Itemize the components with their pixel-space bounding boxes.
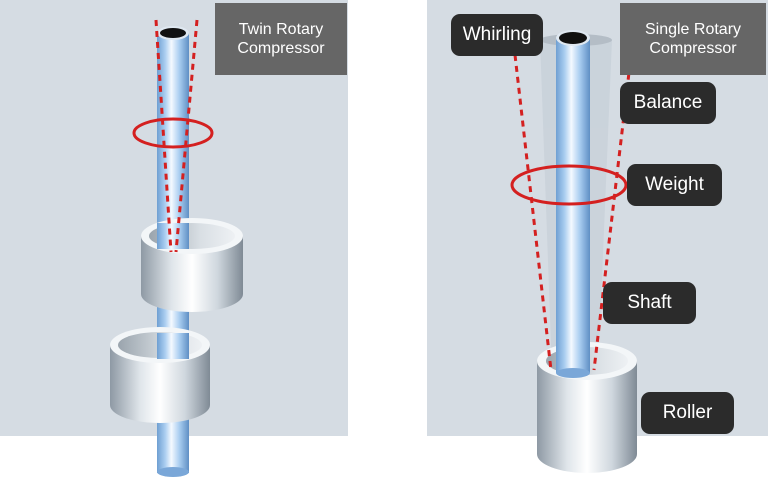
right-shaft	[556, 30, 590, 378]
whirling-label: Whirling	[451, 14, 543, 56]
weight-label: Weight	[627, 164, 722, 206]
left-title-line2: Compressor	[237, 40, 325, 57]
shaft-label: Shaft	[603, 282, 696, 324]
balance-label: Balance	[620, 82, 716, 124]
left-lower-roller	[110, 327, 210, 423]
right-title-box: Single Rotary Compressor	[620, 3, 766, 75]
left-title-line1: Twin Rotary	[238, 21, 324, 38]
right-title-line1: Single Rotary	[644, 21, 742, 38]
left-whirl-indicator	[132, 19, 214, 253]
roller-label: Roller	[641, 392, 734, 434]
left-upper-roller	[141, 218, 243, 312]
left-title-box: Twin Rotary Compressor	[215, 3, 347, 75]
right-title-line2: Compressor	[649, 40, 737, 57]
